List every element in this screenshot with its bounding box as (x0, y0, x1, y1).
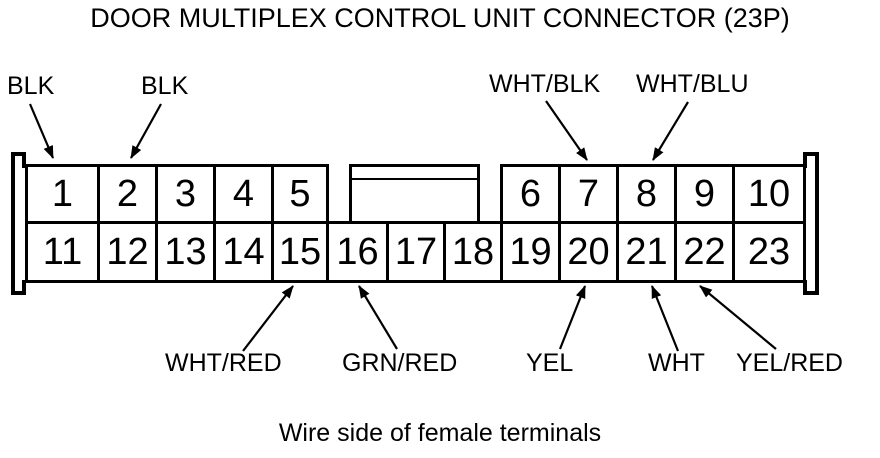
shell-left-bar (11, 152, 15, 295)
diagram-caption: Wire side of female terminals (278, 419, 602, 447)
shell-left-ear-bottom-v (22, 280, 26, 295)
pin-cavity-11: 11 (25, 221, 100, 283)
wire-label-wht-blu: WHT/BLU (636, 70, 749, 98)
arrow-grnred-to-pin16 (358, 285, 398, 350)
pin-cavity-9: 9 (674, 164, 735, 224)
pin-cavity-22: 22 (674, 221, 735, 283)
pin-cavity-23: 23 (732, 221, 806, 283)
shell-left-ear-bottom (11, 291, 26, 295)
arrow-blk-to-pin2 (130, 103, 162, 159)
arrow-blk-to-pin1 (28, 103, 55, 159)
wire-label-yel: YEL (526, 349, 574, 377)
pin-cavity-4: 4 (213, 164, 274, 224)
pin-cavity-21: 21 (616, 221, 677, 283)
pin-cavity-12: 12 (97, 221, 158, 283)
connector-latch-key (349, 164, 480, 224)
arrow-yelred-to-pin22 (699, 285, 777, 350)
pin-cavity-6: 6 (500, 164, 561, 224)
shell-right-ear-bottom (803, 291, 819, 295)
shell-left-ear-top-v (22, 152, 26, 168)
wire-label-wht: WHT (648, 349, 705, 377)
pin-cavity-20: 20 (558, 221, 619, 283)
latch-inner-line (352, 167, 477, 180)
wire-label-grn-red: GRN/RED (342, 349, 458, 377)
arrow-whtblu-to-pin8 (652, 101, 689, 161)
pin-cavity-16: 16 (326, 221, 389, 283)
wire-label-wht-blk: WHT/BLK (489, 70, 601, 98)
pin-cavity-19: 19 (500, 221, 561, 283)
pin-cavity-13: 13 (155, 221, 216, 283)
wire-label-yel-red: YEL/RED (736, 349, 843, 377)
pin-cavity-2: 2 (97, 164, 158, 224)
shell-left-ear-top (11, 152, 26, 156)
arrow-wht-to-pin21 (650, 285, 680, 352)
wire-label-wht-red: WHT/RED (165, 349, 282, 377)
pin-cavity-3: 3 (155, 164, 216, 224)
shell-right-bar (815, 152, 819, 295)
shell-right-ear-top (803, 152, 819, 156)
pin-cavity-1: 1 (25, 164, 100, 224)
pin-cavity-7: 7 (558, 164, 619, 224)
arrow-whtblk-to-pin7 (545, 100, 588, 161)
shell-right-ear-bottom-v (803, 280, 807, 295)
pin-cavity-10: 10 (732, 164, 806, 224)
pin-cavity-14: 14 (213, 221, 274, 283)
wire-label-blk-pin1: BLK (7, 72, 55, 100)
pin-cavity-18: 18 (443, 221, 503, 283)
arrow-whtred-to-pin15 (242, 285, 294, 352)
pin-cavity-15: 15 (271, 221, 329, 283)
pin-cavity-5: 5 (271, 164, 329, 224)
wire-label-blk-pin2: BLK (141, 72, 189, 100)
diagram-title: DOOR MULTIPLEX CONTROL UNIT CONNECTOR (2… (90, 3, 790, 33)
shell-right-ear-top-v (803, 152, 807, 168)
arrow-yel-to-pin20 (558, 285, 587, 350)
pin-cavity-8: 8 (616, 164, 677, 224)
pin-cavity-17: 17 (386, 221, 446, 283)
